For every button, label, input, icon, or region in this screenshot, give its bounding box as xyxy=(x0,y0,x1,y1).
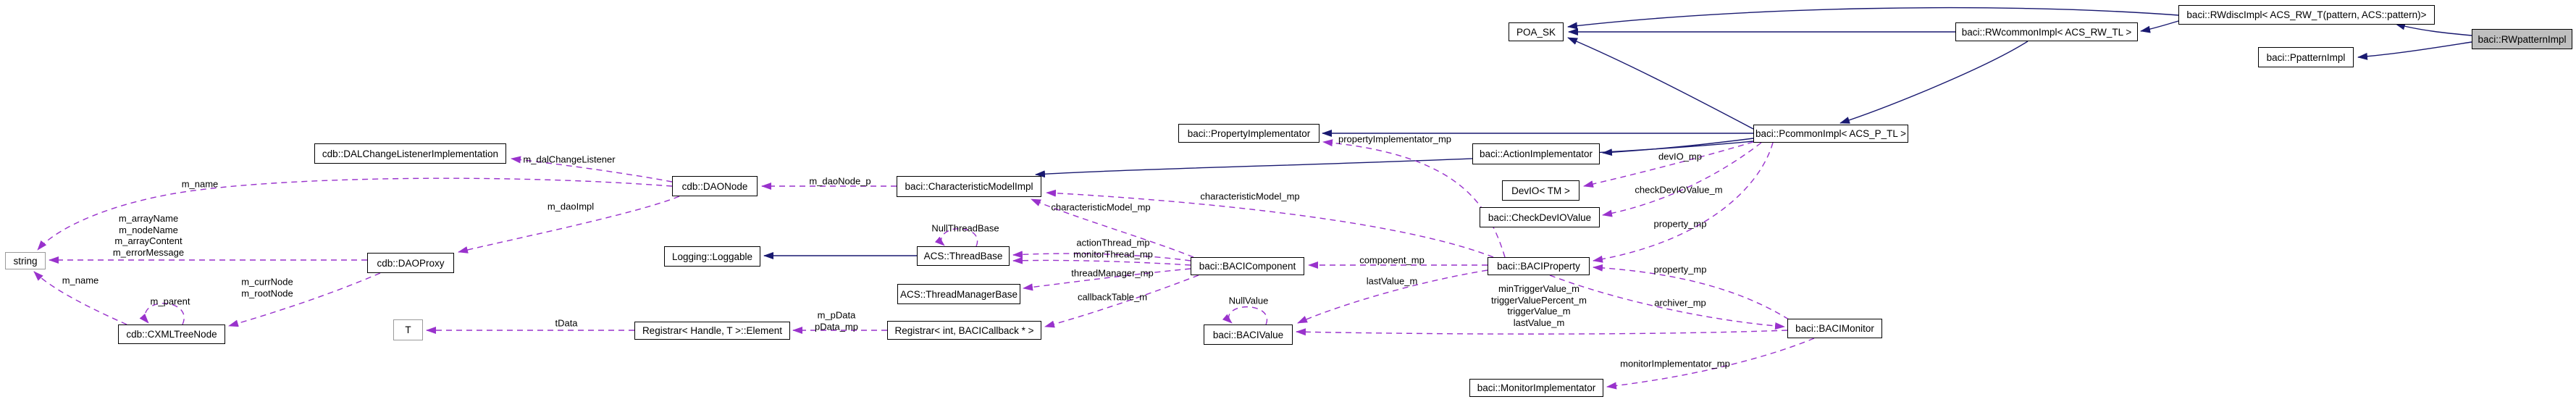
edge-label-devio-mp: devIO_mp xyxy=(1658,151,1702,162)
node-threadmanagerbase[interactable]: ACS::ThreadManagerBase xyxy=(897,284,1020,304)
edge-bacimonitor-baciproperty xyxy=(1593,264,1790,320)
edge-pcommonimpl-baciproperty xyxy=(1593,142,1774,263)
edge-label-property-mp-monitor: property_mp xyxy=(1653,264,1707,275)
edge-label-triggervalues: minTriggerValue_m triggerValuePercent_m … xyxy=(1491,283,1587,328)
edge-label-tdata: tData xyxy=(555,317,578,329)
node-ppatternimpl[interactable]: baci::PpatternImpl xyxy=(2258,47,2354,67)
node-cxmltreenode[interactable]: cdb::CXMLTreeNode xyxy=(118,324,225,344)
node-registrar-element[interactable]: Registrar< Handle, T >::Element xyxy=(634,322,790,340)
node-rwdiscimpl[interactable]: baci::RWdiscImpl< ACS_RW_T(pattern, ACS:… xyxy=(2178,5,2435,25)
edge-pcommonimpl-checkdeviovalue xyxy=(1602,142,1762,217)
edge-label-propertyimplementator-mp: propertyImplementator_mp xyxy=(1338,133,1452,145)
edge-label-checkdeviovalue-m: checkDevIOValue_m xyxy=(1635,184,1723,196)
node-characteristicmodelimpl[interactable]: baci::CharacteristicModelImpl xyxy=(897,176,1041,197)
node-checkdeviovalue[interactable]: baci::CheckDevIOValue xyxy=(1480,207,1600,227)
edge-label-m-pdata: m_pData pData_mp xyxy=(815,309,858,332)
edge-pcommonimpl-devio xyxy=(1583,141,1754,188)
node-t[interactable]: T xyxy=(393,319,423,340)
node-threadbase[interactable]: ACS::ThreadBase xyxy=(917,246,1010,266)
edge-label-daoproxy-strings: m_arrayName m_nodeName m_arrayContent m_… xyxy=(112,213,185,258)
edge-baciproperty-charmodelimpl xyxy=(1046,189,1494,258)
node-daoproxy[interactable]: cdb::DAOProxy xyxy=(367,253,454,273)
edge-label-threadmanager-mp: threadManager_mp xyxy=(1071,267,1154,279)
edge-label-nullthreadbase: NullThreadBase xyxy=(931,222,999,234)
node-poa-sk[interactable]: POA_SK xyxy=(1509,22,1564,41)
edge-bacivalue-self-nullvalue xyxy=(1222,306,1268,325)
edge-label-archiver-mp: archiver_mp xyxy=(1654,297,1706,309)
edge-daonode-dalchangelistener xyxy=(511,156,673,183)
edge-bacicomponent-charmodelimpl xyxy=(1031,198,1194,258)
edge-label-m-currnode-rootnode: m_currNode m_rootNode xyxy=(241,276,293,299)
edge-pcommonimpl-characteristicmodelimpl xyxy=(1035,141,1754,178)
edge-label-callbacktable-m: callbackTable_m xyxy=(1077,291,1148,303)
edge-label-nullvalue: NullValue xyxy=(1228,295,1269,306)
edge-label-lastvalue-m: lastValue_m xyxy=(1366,275,1418,287)
node-loggable[interactable]: Logging::Loggable xyxy=(664,246,760,267)
node-rwcommonimpl[interactable]: baci::RWcommonImpl< ACS_RW_TL > xyxy=(1955,22,2138,41)
node-propertyimplementator[interactable]: baci::PropertyImplementator xyxy=(1178,124,1320,143)
edge-rwpatternimpl-rwdiscimpl xyxy=(2395,22,2472,36)
node-pcommonimpl[interactable]: baci::PcommonImpl< ACS_P_TL > xyxy=(1753,125,1908,143)
edge-label-characteristicmodel-mp-property: characteristicModel_mp xyxy=(1200,190,1300,202)
edge-label-m-parent: m_parent xyxy=(150,296,190,307)
edge-bacimonitor-bacivalue xyxy=(1296,328,1788,336)
edge-bacicomponent-threadbase-action xyxy=(1012,251,1191,261)
node-daonode[interactable]: cdb::DAONode xyxy=(672,176,758,196)
edge-bacimonitor-monitorimplementator xyxy=(1606,338,1815,390)
edge-bacicomponent-threadmanagerbase xyxy=(1023,268,1191,291)
edge-label-m-name-daonode: m_name xyxy=(181,178,219,190)
node-baciproperty[interactable]: baci::BACIProperty xyxy=(1488,257,1590,275)
edge-threadbase-self-nullthreadbase xyxy=(934,227,978,247)
edge-bacicomponent-registrar xyxy=(1044,275,1199,328)
node-monitorimplementator[interactable]: baci::MonitorImplementator xyxy=(1469,379,1603,397)
edge-cxmltreenode-self-mparent xyxy=(139,303,185,325)
edge-label-m-name-cxml: m_name xyxy=(62,275,99,286)
edge-baciproperty-bacivalue xyxy=(1297,269,1488,324)
node-bacimonitor[interactable]: baci::BACIMonitor xyxy=(1787,319,1882,338)
node-bacicomponent[interactable]: baci::BACIComponent xyxy=(1191,257,1304,275)
edge-cxmltreenode-string xyxy=(33,271,127,325)
edge-label-actionthread-monitorthread: actionThread_mp monitorThread_mp xyxy=(1073,237,1153,260)
edge-baciproperty-propertyimplementator xyxy=(1322,139,1506,258)
edge-label-property-mp-pcommon: property_mp xyxy=(1653,218,1707,230)
node-actionimplementator[interactable]: baci::ActionImplementator xyxy=(1472,143,1600,164)
edge-label-m-dalchangelistener: m_dalChangeListener xyxy=(523,154,616,165)
edge-label-component-mp: component_mp xyxy=(1359,254,1425,266)
edge-rwcommonimpl-pcommonimpl xyxy=(1839,41,2029,124)
edge-daonode-daoproxy xyxy=(458,196,680,254)
edge-pcommonimpl-poask xyxy=(1567,37,1754,130)
node-registrar-bacicallback[interactable]: Registrar< int, BACICallback * > xyxy=(887,321,1041,340)
edge-rwdiscimpl-rwcommonimpl xyxy=(2140,20,2179,33)
edge-label-monitorimplementator-mp: monitorImplementator_mp xyxy=(1620,358,1730,369)
edge-bacicomponent-threadbase-monitor xyxy=(1012,256,1191,266)
node-devio[interactable]: DevIO< TM > xyxy=(1502,180,1579,201)
edge-rwdiscimpl-poask xyxy=(1567,7,2179,30)
edge-label-m-daonode-p: m_daoNode_p xyxy=(809,175,871,187)
node-rwpatternimpl[interactable]: baci::RWpatternImpl xyxy=(2472,29,2572,49)
node-dalchangelistenerimplementation[interactable]: cdb::DALChangeListenerImplementation xyxy=(314,143,506,164)
edge-daonode-string-mname xyxy=(37,177,673,251)
node-string[interactable]: string xyxy=(5,252,46,269)
node-bacivalue[interactable]: baci::BACIValue xyxy=(1204,324,1293,345)
edge-rwpatternimpl-ppatternimpl xyxy=(2357,41,2472,60)
edge-label-m-daoimpl: m_daoImpl xyxy=(547,201,595,212)
edge-label-characteristicmodel-mp-component: characteristicModel_mp xyxy=(1051,201,1151,213)
